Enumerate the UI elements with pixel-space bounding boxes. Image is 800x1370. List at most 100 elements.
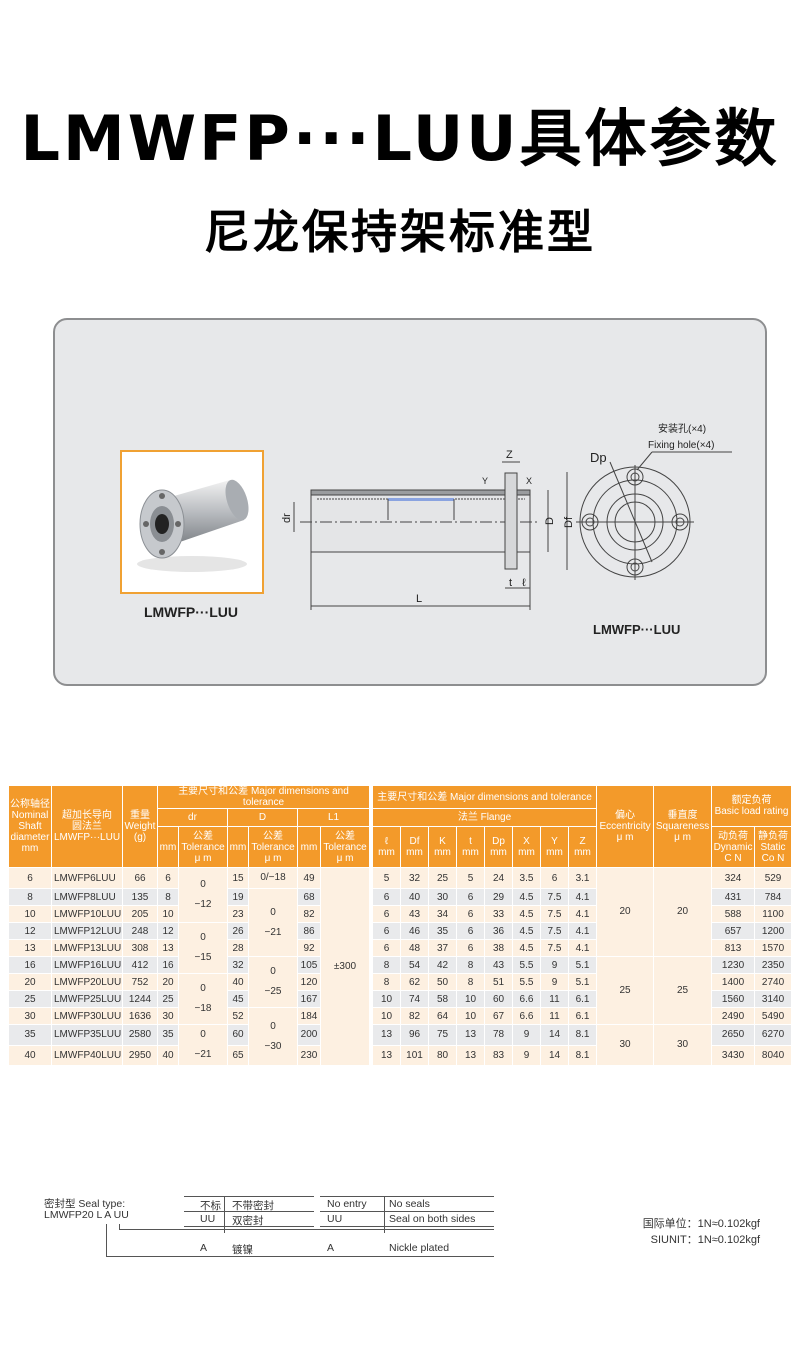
cell-k: 75 bbox=[429, 1025, 456, 1045]
unit-note-cn: 国际单位：1N≈0.102kgf bbox=[642, 1218, 760, 1230]
cell-d: 15 bbox=[228, 868, 248, 888]
cell-t: 10 bbox=[457, 991, 484, 1007]
cell-t: 6 bbox=[457, 889, 484, 905]
cell-ecc: 25 bbox=[597, 957, 654, 1024]
cell-shaft: 16 bbox=[9, 957, 51, 973]
cell-weight: 308 bbox=[123, 940, 157, 956]
dim-Y: Y bbox=[482, 476, 488, 486]
cell-df: 101 bbox=[401, 1045, 428, 1065]
cell-y: 7.5 bbox=[541, 889, 568, 905]
cell-weight: 66 bbox=[123, 868, 157, 888]
cell-stat: 3140 bbox=[755, 991, 792, 1007]
cell-k: 50 bbox=[429, 974, 456, 990]
cell-df: 43 bbox=[401, 906, 428, 922]
cell-weight: 412 bbox=[123, 957, 157, 973]
technical-drawing: dr D Df L t ℓ Z Y X Dp 安装孔(×4) Fixing ho… bbox=[281, 422, 732, 637]
cell-dp: 36 bbox=[485, 923, 512, 939]
cell-l1: 200 bbox=[298, 1025, 320, 1045]
cell-shaft: 13 bbox=[9, 940, 51, 956]
cell-z: 3.1 bbox=[569, 868, 597, 888]
cell-weight: 1244 bbox=[123, 991, 157, 1007]
seal-desc-en: Seal on both sides bbox=[389, 1213, 476, 1225]
cell-dyn: 431 bbox=[712, 889, 755, 905]
cell-l: 8 bbox=[373, 974, 400, 990]
header-dr-mm: mm bbox=[158, 827, 178, 867]
cell-model: LMWFP25LUU bbox=[52, 991, 122, 1007]
cell-d-tol: 0−21 bbox=[249, 889, 297, 956]
column-gap bbox=[370, 889, 372, 905]
column-gap bbox=[370, 906, 372, 922]
header-major-dimensions-flange: 主要尺寸和公差 Major dimensions and tolerance bbox=[373, 786, 597, 808]
cell-z: 5.1 bbox=[569, 974, 597, 990]
cell-l1: 49 bbox=[298, 868, 320, 888]
cell-x: 3.5 bbox=[513, 868, 540, 888]
cell-dp: 38 bbox=[485, 940, 512, 956]
cell-shaft: 20 bbox=[9, 974, 51, 990]
cell-l1: 68 bbox=[298, 889, 320, 905]
cell-sq: 30 bbox=[654, 1025, 712, 1065]
cell-model: LMWFP20LUU bbox=[52, 974, 122, 990]
cell-d: 28 bbox=[228, 940, 248, 956]
linear-bearing-photo-icon bbox=[137, 479, 249, 572]
cell-model: LMWFP6LUU bbox=[52, 868, 122, 888]
seal-code: LMWFP20 L A UU bbox=[44, 1209, 129, 1221]
cell-z: 8.1 bbox=[569, 1045, 597, 1065]
column-gap bbox=[370, 1045, 372, 1065]
seal-desc-cn: 双密封 bbox=[232, 1215, 264, 1227]
cell-stat: 784 bbox=[755, 889, 792, 905]
cell-l: 10 bbox=[373, 1008, 400, 1024]
cell-shaft: 8 bbox=[9, 889, 51, 905]
seal-code-en: A bbox=[327, 1242, 335, 1254]
cell-l: 6 bbox=[373, 906, 400, 922]
cell-d: 23 bbox=[228, 906, 248, 922]
cell-y: 14 bbox=[541, 1045, 568, 1065]
cell-d: 26 bbox=[228, 923, 248, 939]
cell-t: 6 bbox=[457, 906, 484, 922]
cell-dr: 8 bbox=[158, 889, 178, 905]
cell-df: 32 bbox=[401, 868, 428, 888]
column-gap bbox=[370, 786, 372, 867]
seal-desc-cn: 镀镍 bbox=[232, 1244, 253, 1256]
unit-note-en: SIUNIT：1N≈0.102kgf bbox=[650, 1234, 760, 1246]
cell-z: 4.1 bbox=[569, 889, 597, 905]
cell-dyn: 1230 bbox=[712, 957, 755, 973]
header-D: D bbox=[228, 809, 297, 826]
dim-dr: dr bbox=[281, 513, 293, 523]
cell-shaft: 40 bbox=[9, 1045, 51, 1065]
cell-df: 40 bbox=[401, 889, 428, 905]
cell-y: 7.5 bbox=[541, 906, 568, 922]
cell-stat: 2350 bbox=[755, 957, 792, 973]
cell-z: 5.1 bbox=[569, 957, 597, 973]
dim-l: ℓ bbox=[522, 577, 526, 589]
cell-shaft: 10 bbox=[9, 906, 51, 922]
cell-t: 10 bbox=[457, 1008, 484, 1024]
cell-d-tol: 0−25 bbox=[249, 957, 297, 1007]
cell-k: 34 bbox=[429, 906, 456, 922]
cell-df: 62 bbox=[401, 974, 428, 990]
dim-Z: Z bbox=[506, 449, 513, 461]
cell-l1: 86 bbox=[298, 923, 320, 939]
seal-desc-en: Nickle plated bbox=[389, 1242, 450, 1254]
cell-shaft: 35 bbox=[9, 1025, 51, 1045]
cell-t: 8 bbox=[457, 974, 484, 990]
cell-dp: 67 bbox=[485, 1008, 512, 1024]
cell-weight: 135 bbox=[123, 889, 157, 905]
cell-weight: 752 bbox=[123, 974, 157, 990]
cell-dr-tol: 0−15 bbox=[179, 923, 227, 973]
cell-l1: 184 bbox=[298, 1008, 320, 1024]
cell-d: 19 bbox=[228, 889, 248, 905]
cell-d: 32 bbox=[228, 957, 248, 973]
cell-stat: 2740 bbox=[755, 974, 792, 990]
cell-stat: 6270 bbox=[755, 1025, 792, 1045]
cell-df: 46 bbox=[401, 923, 428, 939]
